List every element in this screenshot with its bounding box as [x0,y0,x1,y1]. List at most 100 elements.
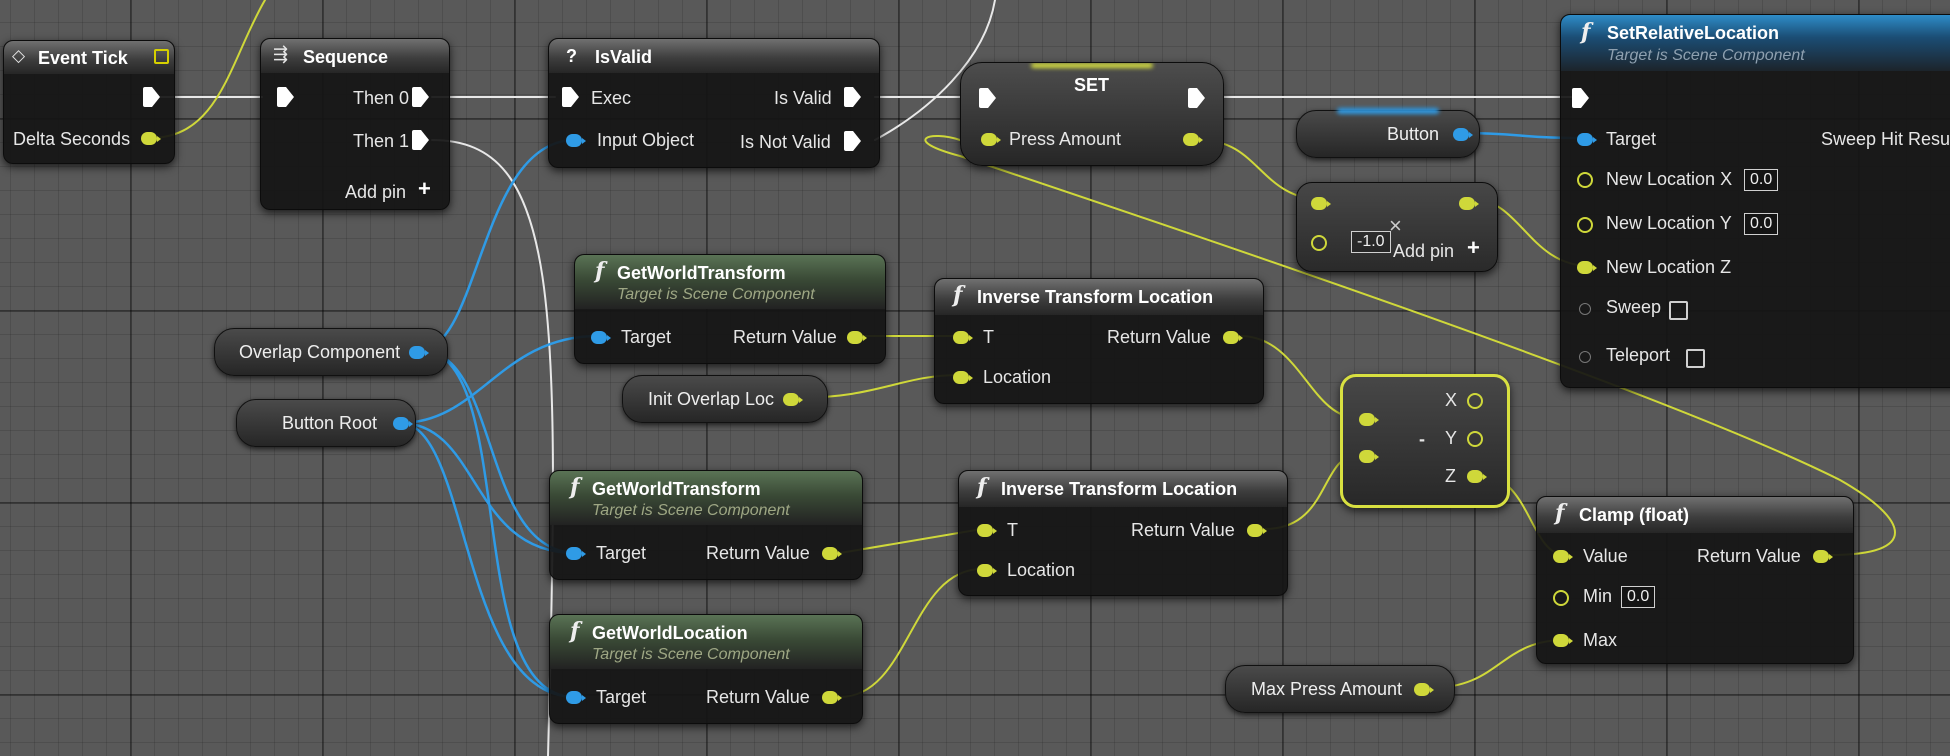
z-out-pin[interactable] [1467,470,1487,483]
t-pin[interactable] [977,524,997,537]
new-location-z-pin[interactable] [1577,261,1597,274]
inverse-transform-location-node-1[interactable]: f Inverse Transform Location T Return Va… [934,278,1264,404]
max-press-amount-out-pin[interactable] [1414,683,1434,696]
t-pin[interactable] [953,331,973,344]
delegate-pin-icon[interactable] [154,49,169,64]
node-title: SET [1074,75,1110,95]
button-out-pin[interactable] [1453,128,1473,141]
exec-in-pin[interactable] [277,87,294,107]
pin-label: Return Value [1107,327,1211,347]
then0-pin[interactable] [412,87,429,107]
value-pin[interactable] [1553,550,1573,563]
node-title: Inverse Transform Location [1001,479,1238,499]
pin-label: Press Amount [1009,129,1122,149]
new-location-y-pin[interactable] [1577,217,1593,233]
clamp-float-node[interactable]: f Clamp (float) Value Return Value Min 0… [1536,496,1854,664]
input-object-pin[interactable] [566,134,586,147]
subtract-b-pin[interactable] [1359,450,1379,463]
get-world-location-node[interactable]: f GetWorldLocation Target is Scene Compo… [549,614,863,724]
node-subtitle: Target is Scene Component [592,646,790,663]
pin-label: Location [983,367,1052,387]
pin-label: Then 1 [353,131,410,151]
exec-in-pin[interactable] [979,88,996,108]
target-pin[interactable] [1577,133,1597,146]
pin-label: Return Value [706,543,810,563]
overlap-component-out-pin[interactable] [409,346,429,359]
target-pin[interactable] [566,547,586,560]
return-value-pin[interactable] [822,547,842,560]
location-pin[interactable] [953,371,973,384]
get-world-transform-node-1[interactable]: f GetWorldTransform Target is Scene Comp… [574,254,886,364]
event-tick-node[interactable]: ◇ Event Tick Delta Seconds [3,40,175,164]
multiply-b-pin[interactable] [1311,235,1327,251]
multiply-node[interactable]: -1.0 × Add pin + [1296,182,1498,272]
teleport-pin[interactable] [1579,351,1591,363]
return-value-pin[interactable] [1247,524,1267,537]
subtract-vector-node[interactable]: - X Y Z [1340,374,1510,508]
pin-label: T [983,327,994,347]
sweep-pin[interactable] [1579,303,1591,315]
exec-out-pin[interactable] [1188,88,1205,108]
overlap-component-variable[interactable]: Overlap Component [214,328,448,376]
pin-label: Location [1007,560,1076,580]
target-pin[interactable] [566,691,586,704]
location-pin[interactable] [977,564,997,577]
pin-label: Target [1606,129,1657,149]
button-root-variable[interactable]: Button Root [236,399,416,447]
x-out-pin[interactable] [1467,393,1483,409]
set-relative-location-node[interactable]: f SetRelativeLocation Target is Scene Co… [1560,14,1950,388]
add-pin-icon[interactable]: + [1467,235,1480,260]
pin-label: Target [596,687,647,707]
y-out-pin[interactable] [1467,431,1483,447]
new-location-x-field[interactable]: 0.0 [1744,169,1779,191]
init-overlap-loc-variable[interactable]: Init Overlap Loc [622,375,828,423]
target-pin[interactable] [591,331,611,344]
max-press-amount-variable[interactable]: Max Press Amount [1225,665,1455,713]
variable-label: Button Root [282,413,378,433]
min-pin[interactable] [1553,590,1569,606]
exec-in-pin[interactable] [1572,88,1589,108]
sweep-checkbox[interactable] [1669,301,1688,320]
max-pin[interactable] [1553,634,1573,647]
delta-seconds-pin[interactable] [141,132,161,145]
press-amount-in-pin[interactable] [981,133,1001,146]
return-value-pin[interactable] [1223,331,1243,344]
pin-label: Input Object [597,130,695,150]
function-icon: f [595,258,605,284]
variable-label: Max Press Amount [1251,679,1403,699]
function-icon: f [570,618,580,644]
get-world-transform-node-2[interactable]: f GetWorldTransform Target is Scene Comp… [549,470,863,580]
teleport-checkbox[interactable] [1686,349,1705,368]
exec-out-pin[interactable] [143,87,160,107]
pin-label: Y [1445,428,1458,448]
button-variable[interactable]: Button [1296,110,1480,158]
isvalid-node[interactable]: ? IsValid Exec Is Valid Input Object Is … [548,38,880,168]
is-not-valid-pin[interactable] [844,131,861,151]
inverse-transform-location-node-2[interactable]: f Inverse Transform Location T Return Va… [958,470,1288,596]
add-pin-label[interactable]: Add pin [1393,241,1455,261]
add-pin-label[interactable]: Add pin [345,182,407,202]
is-valid-pin[interactable] [844,87,861,107]
set-node[interactable]: SET Press Amount [960,62,1224,166]
pin-label: Delta Seconds [13,129,131,149]
subtract-operator: - [1419,429,1425,449]
return-value-pin[interactable] [847,331,867,344]
exec-in-pin[interactable] [562,87,579,107]
function-icon: f [1555,500,1565,526]
button-root-out-pin[interactable] [393,417,413,430]
subtract-a-pin[interactable] [1359,413,1379,426]
min-field[interactable]: 0.0 [1621,586,1656,608]
add-pin-icon[interactable]: + [418,176,431,201]
sequence-node[interactable]: ⇶ Sequence Then 0 Then 1 Add pin + [260,38,450,210]
press-amount-out-pin[interactable] [1183,133,1203,146]
multiply-b-field[interactable]: -1.0 [1351,231,1391,253]
then1-pin[interactable] [412,130,429,150]
new-location-x-pin[interactable] [1577,172,1593,188]
multiply-out-pin[interactable] [1459,197,1479,210]
init-overlap-loc-out-pin[interactable] [783,393,803,406]
return-value-pin[interactable] [822,691,842,704]
multiply-a-pin[interactable] [1311,197,1331,210]
pin-label: T [1007,520,1018,540]
new-location-y-field[interactable]: 0.0 [1744,213,1779,235]
return-value-pin[interactable] [1813,550,1833,563]
